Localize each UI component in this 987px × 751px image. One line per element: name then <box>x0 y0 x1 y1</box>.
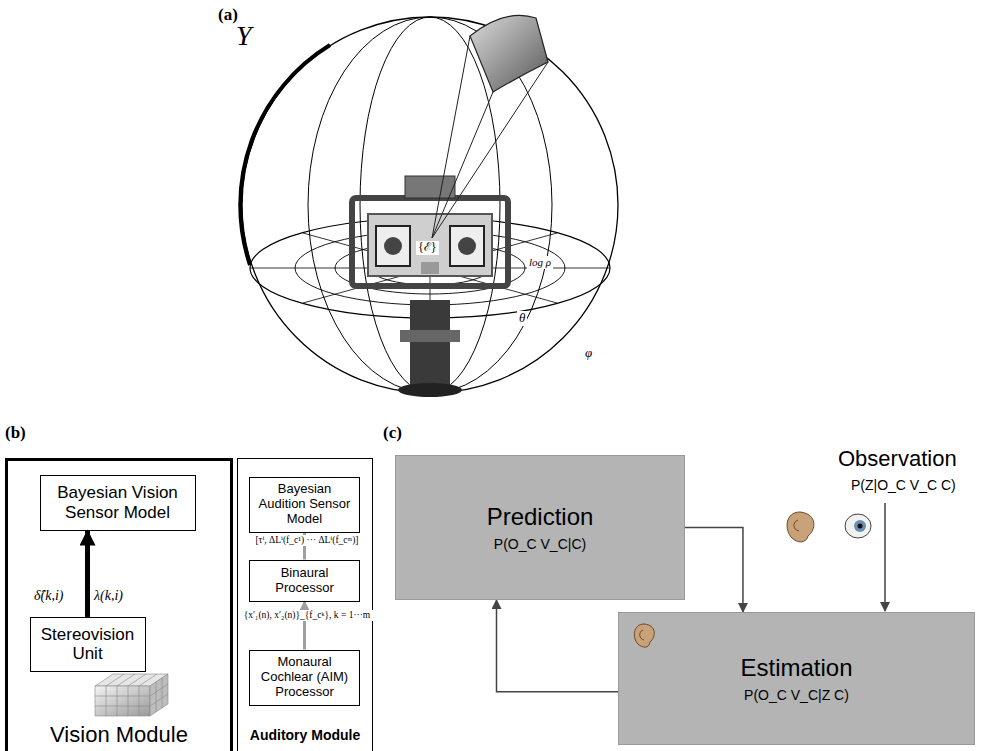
text-group: Binaural Processor <box>254 566 355 596</box>
node-title: Bayesian Vision Sensor Model <box>47 483 189 522</box>
node-title: Auditory Module <box>238 727 372 743</box>
process-box: Bayesian Vision Sensor Model <box>40 475 196 531</box>
text-group: Bayesian Vision Sensor Model <box>47 483 189 522</box>
robot-head <box>352 176 508 397</box>
text-group: Monaural Cochlear (AIM) Processor <box>254 655 355 700</box>
process-box: Bayesian Audition Sensor Model <box>249 477 360 533</box>
view-cone <box>432 15 548 238</box>
node-title: Monaural Cochlear (AIM) Processor <box>254 655 355 700</box>
ear-icon <box>629 621 659 651</box>
text-group: EstimationP(O_C V_C|Z C) <box>740 654 852 704</box>
sphere-grid <box>240 17 618 393</box>
text-group: Auditory Module <box>238 727 372 743</box>
node-title: Vision Module <box>8 722 230 747</box>
connector-arrow <box>685 528 743 613</box>
stage-box: EstimationP(O_C V_C|Z C) <box>618 612 975 745</box>
stage-box: PredictionP(O_C V_C|C) <box>395 455 685 600</box>
observation-formula: P(Z|O_C V_C C) <box>851 477 956 493</box>
text-group: Bayesian Audition Sensor Model <box>254 482 355 527</box>
observation-arrow <box>884 503 886 611</box>
signal-label: λ(k,i) <box>94 588 123 604</box>
panel-label: (c) <box>383 423 402 443</box>
axis-label: θ <box>517 311 527 326</box>
text-group: PredictionP(O_C V_C|C) <box>487 503 594 553</box>
node-formula: P(O_C V_C|Z C) <box>744 687 849 703</box>
signal-label: [τⁱ, ΔLⁱ(f_c¹) ··· ΔLⁱ(f_cᵐ)] <box>250 535 364 546</box>
signal-label: δ̂(k,i) <box>34 588 63 604</box>
node-title: Binaural Processor <box>254 566 355 596</box>
module-box: Auditory Module Bayesian Audition Sensor … <box>237 458 373 751</box>
connector-arrow <box>85 531 90 617</box>
frame-symbol: {ℰ} <box>416 241 439 255</box>
node-title: Stereovision Unit <box>37 625 139 664</box>
process-box: Monaural Cochlear (AIM) Processor <box>249 650 360 706</box>
eye-icon <box>845 514 871 538</box>
space-symbol: Y <box>236 20 252 52</box>
panel-label: (b) <box>5 423 26 443</box>
module-box: Vision Module Bayesian Vision Sensor Mode… <box>5 458 233 751</box>
connector-arrow <box>303 602 306 650</box>
signal-label: {x′₁(n), x′₂(n)}_{f_cᵏ}, k = 1···m <box>241 610 373 621</box>
process-box: Binaural Processor <box>249 560 360 602</box>
node-title: Bayesian Audition Sensor Model <box>254 482 355 527</box>
node-title: Prediction <box>487 503 594 531</box>
connector-arrow <box>497 600 619 692</box>
observation-title: Observation <box>838 446 957 471</box>
axis-label: φ <box>583 346 594 361</box>
axis-label: log ρ <box>527 256 553 269</box>
text-group: Stereovision Unit <box>37 625 139 664</box>
node-formula: P(O_C V_C|C) <box>494 536 586 552</box>
grid-cube <box>95 674 168 716</box>
process-box: Stereovision Unit <box>30 617 146 672</box>
text-group: Vision Module <box>8 722 230 747</box>
ear-icon <box>787 512 814 542</box>
panel-label: (a) <box>218 5 238 25</box>
node-title: Estimation <box>740 654 852 682</box>
